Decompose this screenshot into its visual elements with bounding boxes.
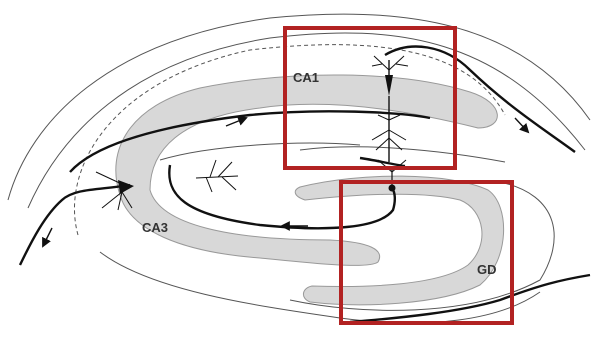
dentate-highlight-box (339, 180, 514, 325)
outer-boundary-line (7, 13, 591, 201)
ca3-pyramidal-neuron (95, 171, 134, 211)
arrow-icon (225, 116, 248, 127)
ca1-pyramidal-neuron (371, 55, 409, 162)
dentate-granule-layer (294, 175, 505, 306)
gd-label: GD (477, 262, 497, 277)
molecular-layer-line (299, 146, 506, 163)
mossy-fiber-pathway (168, 164, 396, 230)
ca3-label: CA3 (142, 220, 168, 235)
perforant-pathway (384, 45, 576, 153)
arrow-icon (514, 117, 530, 134)
ca1-label: CA1 (293, 70, 319, 85)
pyramidal-layer-band (115, 74, 498, 266)
entorhinal-input-pathway (349, 273, 591, 324)
ca1-highlight-box (283, 26, 457, 170)
output-pathway-left (18, 183, 131, 266)
dentate-outer-line (289, 181, 555, 311)
ca3-to-ca1-fiber (359, 156, 406, 168)
ca3-dendrite (195, 159, 239, 193)
ca3-inner-line (159, 142, 361, 161)
inner-boundary-line (27, 32, 586, 209)
arrow-icon (42, 227, 53, 248)
